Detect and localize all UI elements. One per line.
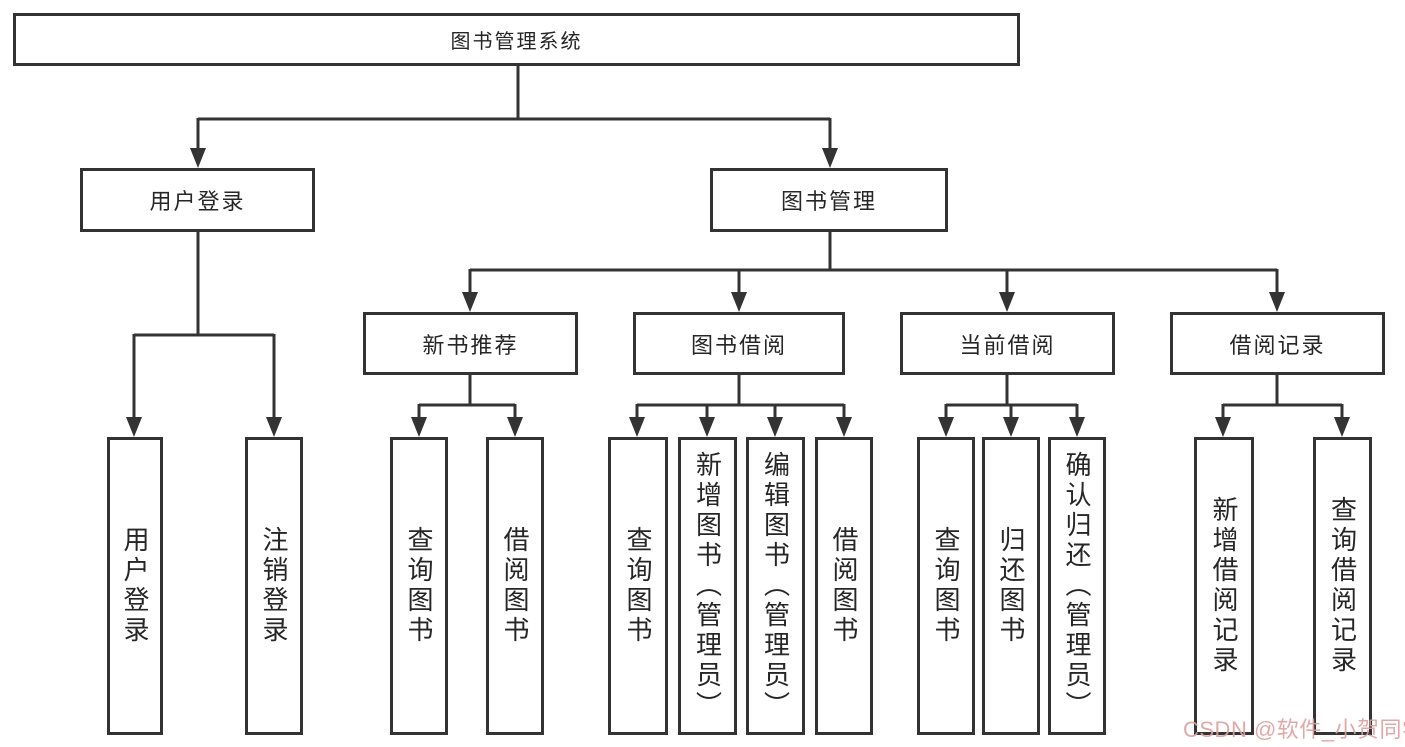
leaf-borrow-books: 借阅图书 <box>815 437 873 735</box>
leaf-query-books: 查询图书 <box>608 437 668 735</box>
leaf-return-books: 归还图书 <box>982 437 1040 735</box>
leaf-query-borrow-record-label: 查询借阅记录 <box>1327 496 1358 676</box>
leaf-query-books: 查询图书 <box>390 437 448 735</box>
leaf-query-books-label: 查询图书 <box>931 526 961 646</box>
node-book-management: 图书管理 <box>710 168 948 232</box>
leaf-add-books-admin: 新增图书（管理员） <box>678 437 737 735</box>
leaf-return-books-label: 归还图书 <box>996 526 1026 646</box>
leaf-user-login: 用户登录 <box>107 437 163 735</box>
node-book-borrowing: 图书借阅 <box>633 312 845 375</box>
leaf-logout: 注销登录 <box>245 437 303 735</box>
leaf-query-books-label: 查询图书 <box>623 526 653 646</box>
csdn-watermark: CSDN @软件_小贺同学 <box>1183 717 1405 742</box>
node-current-borrowing: 当前借阅 <box>900 312 1115 375</box>
leaf-add-books-admin-label: 新增图书（管理员） <box>692 451 723 721</box>
leaf-logout-label: 注销登录 <box>259 526 289 646</box>
leaf-query-books-label: 查询图书 <box>404 526 434 646</box>
leaf-add-borrow-record: 新增借阅记录 <box>1194 437 1254 735</box>
leaf-borrow-books: 借阅图书 <box>486 437 544 735</box>
leaf-edit-books-admin-label: 编辑图书（管理员） <box>760 451 791 721</box>
leaf-user-login-label: 用户登录 <box>120 526 150 646</box>
node-library-system: 图书管理系统 <box>13 13 1020 66</box>
leaf-confirm-return-admin: 确认归还（管理员） <box>1048 437 1106 735</box>
node-borrowing-records: 借阅记录 <box>1170 312 1385 375</box>
leaf-edit-books-admin: 编辑图书（管理员） <box>746 437 805 735</box>
node-new-book-recommend: 新书推荐 <box>363 312 578 375</box>
arrowheads <box>126 148 1350 437</box>
leaf-query-borrow-record: 查询借阅记录 <box>1313 437 1372 735</box>
leaf-borrow-books-label: 借阅图书 <box>500 526 530 646</box>
leaf-query-books: 查询图书 <box>917 437 975 735</box>
leaf-borrow-books-label: 借阅图书 <box>829 526 859 646</box>
leaf-add-borrow-record-label: 新增借阅记录 <box>1209 496 1239 676</box>
leaf-confirm-return-admin-label: 确认归还（管理员） <box>1062 451 1092 721</box>
node-user-login: 用户登录 <box>80 168 315 232</box>
